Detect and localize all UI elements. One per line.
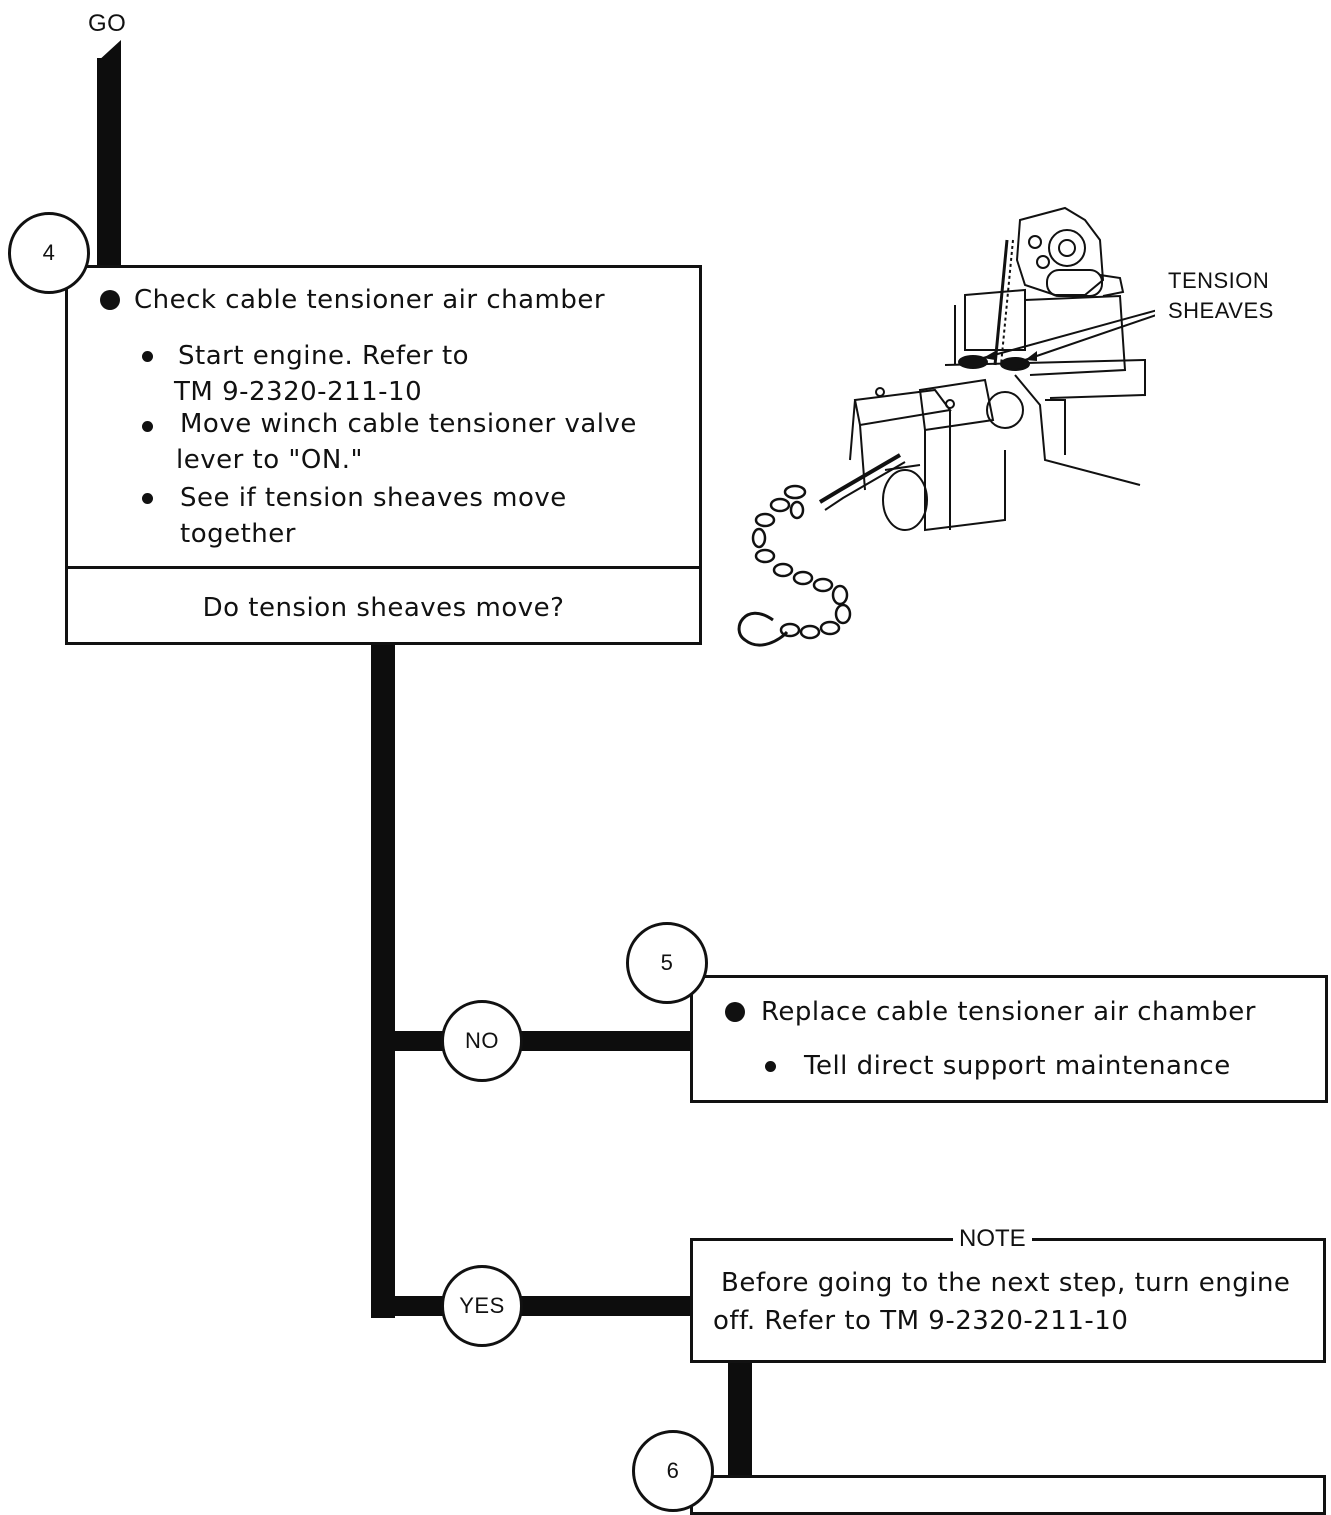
step5-sub-row: Tell direct support maintenance	[765, 1048, 1231, 1084]
winch-illustration	[737, 206, 1155, 647]
step4-number-circle: 4	[8, 212, 90, 294]
yes-branch-line	[371, 1296, 693, 1316]
go-connector-line	[97, 58, 121, 270]
note-line-2: off. Refer to TM 9-2320-211-10	[713, 1306, 1129, 1336]
no-branch-line	[371, 1031, 693, 1051]
step4-bullet-1: Start engine. Refer to TM 9-2320-211-10	[142, 338, 469, 410]
yes-decision-circle: YES	[441, 1265, 523, 1347]
step5-sub: Tell direct support maintenance	[804, 1051, 1231, 1081]
step4-heading-row: Check cable tensioner air chamber	[100, 282, 605, 318]
go-arrow-tip	[97, 40, 121, 62]
step6-number-circle: 6	[632, 1430, 714, 1512]
step5-heading: Replace cable tensioner air chamber	[761, 997, 1256, 1027]
step5-box: Replace cable tensioner air chamber Tell…	[690, 975, 1328, 1103]
step5-heading-row: Replace cable tensioner air chamber	[725, 994, 1256, 1030]
bullet-icon	[100, 290, 120, 310]
step4-divider	[68, 566, 699, 569]
bullet-icon	[765, 1060, 776, 1072]
step5-number-circle: 5	[626, 922, 708, 1004]
no-decision-circle: NO	[441, 1000, 523, 1082]
callout-sheaves-label: SHEAVES	[1168, 298, 1274, 323]
bullet-icon	[142, 421, 153, 432]
step4-heading: Check cable tensioner air chamber	[134, 285, 606, 315]
step6-box	[690, 1475, 1326, 1515]
step4-box: Check cable tensioner air chamber Start …	[65, 265, 702, 645]
step4-bullet-3: See if tension sheaves move together	[142, 480, 567, 552]
note-box: Before going to the next step, turn engi…	[690, 1238, 1326, 1363]
bullet-icon	[142, 493, 153, 504]
step4-question: Do tension sheaves move?	[202, 593, 565, 623]
callout-tension-label: TENSION	[1168, 268, 1270, 293]
step4-bullet-2: Move winch cable tensioner valve lever t…	[142, 406, 637, 478]
go-label: GO	[88, 10, 127, 37]
bullet-icon	[725, 1002, 745, 1022]
bullet-icon	[142, 351, 153, 362]
main-trunk-line	[371, 642, 395, 1318]
note-title: NOTE	[953, 1224, 1032, 1254]
note-line-1: Before going to the next step, turn engi…	[721, 1268, 1291, 1298]
